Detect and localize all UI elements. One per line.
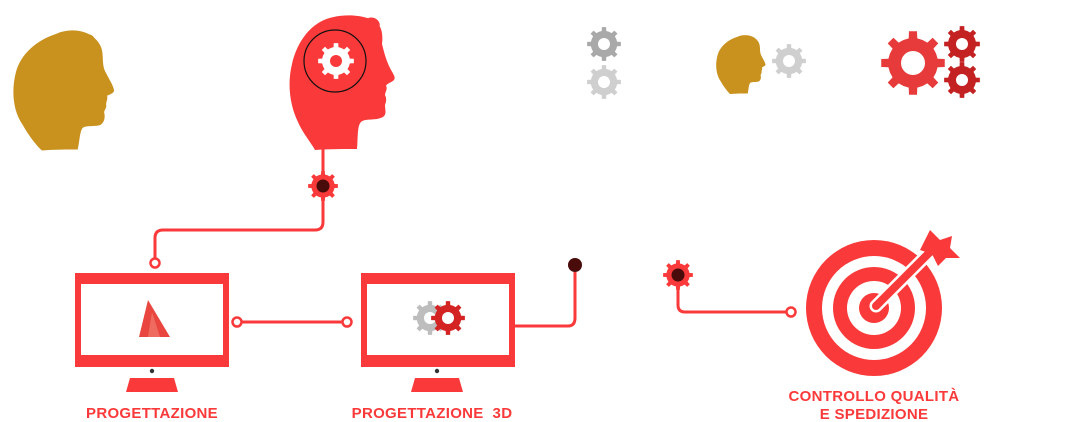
joint-circle — [785, 306, 797, 318]
gear-hole — [956, 38, 968, 50]
gear-icon — [881, 31, 945, 95]
gear-hole — [330, 55, 342, 67]
step-label-progettazione: PROGETTAZIONE — [86, 405, 218, 422]
line-head-to-monitor-1 — [153, 140, 325, 258]
node-dot — [568, 258, 582, 272]
joint-circle — [231, 316, 243, 328]
joint-circle — [341, 316, 353, 328]
monitor-progettazione — [75, 273, 229, 392]
line-monitor-2-to-dot — [512, 272, 577, 328]
gear-hole — [442, 312, 454, 324]
arrow-icon — [869, 230, 960, 313]
line-gear-to-target — [676, 288, 786, 314]
gear-hole — [424, 312, 436, 324]
monitor-progettazione-3d — [361, 273, 515, 392]
gear-hole — [783, 55, 795, 67]
gear-icon — [318, 43, 354, 79]
gear-hole — [598, 76, 610, 88]
gear-icon — [431, 301, 465, 335]
step-label-progettazione-3d: PROGETTAZIONE 3D — [351, 405, 513, 422]
head-red-icon — [289, 15, 395, 151]
connector-joints — [149, 257, 797, 328]
gear-icon — [587, 65, 621, 99]
gear-icon — [944, 26, 980, 62]
node-dot — [671, 268, 685, 282]
head-gold-small-icon — [716, 35, 766, 94]
gear-icon — [944, 62, 980, 98]
gear-hole — [901, 51, 925, 75]
head-gold-icon — [13, 30, 115, 151]
gear-icon — [772, 44, 806, 78]
connector-lines — [153, 117, 786, 328]
node-dot — [316, 179, 330, 193]
gear-icon — [587, 27, 621, 61]
step-label-controllo-qualita: CONTROLLO QUALITÀ — [788, 388, 960, 405]
gear-hole — [598, 38, 610, 50]
gear-hole — [956, 74, 968, 86]
logo-triangle-icon — [132, 300, 170, 337]
joint-circle — [149, 257, 161, 269]
step-label-spedizione: E SPEDIZIONE — [819, 406, 929, 422]
